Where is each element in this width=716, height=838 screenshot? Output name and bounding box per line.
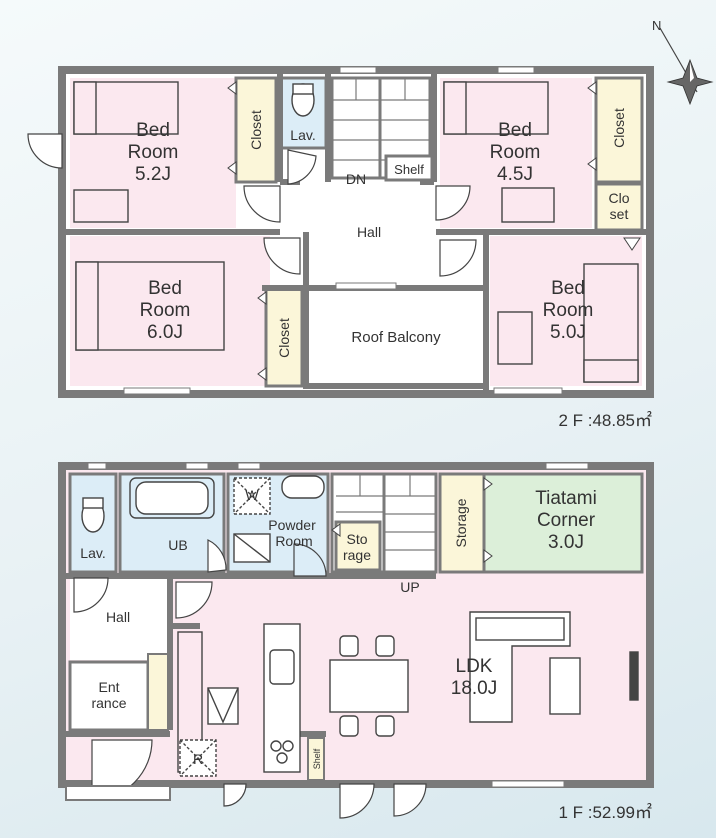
closet-nw-area	[234, 76, 278, 184]
tatami-corner-label: Tiatami	[535, 488, 597, 509]
bedroom-nw-size: 5.2J	[135, 164, 171, 185]
closet-nw-label: Closet	[248, 110, 264, 150]
storage-stair-label: Sto	[346, 531, 367, 547]
closet-door-arrows	[227, 81, 641, 381]
entrance-area	[68, 660, 150, 732]
bedroom-ne-size: 4.5J	[497, 164, 533, 185]
washer-label: W	[245, 487, 259, 503]
shelf-2f-label: Shelf	[394, 162, 424, 177]
floor-2-windows	[123, 66, 563, 395]
tatami-corner-size: 3.0J	[548, 532, 584, 553]
powder-room-label: Powder	[268, 517, 316, 533]
bedroom-sw-label-2: Room	[140, 300, 191, 321]
shelf-2f-area	[384, 154, 434, 182]
ldk-size: 18.0J	[451, 678, 497, 699]
closet-small-area	[594, 182, 644, 232]
bedroom-nw-label: Bed	[136, 120, 170, 141]
ldk-label: LDK	[456, 656, 493, 677]
floor-2-furniture	[73, 81, 639, 383]
bedroom-se-label: Bed	[551, 278, 585, 299]
closet-ne-area	[594, 76, 644, 184]
floor-1-interior-walls	[66, 573, 436, 737]
entrance-label-2: rance	[91, 695, 126, 711]
entrance-label: Ent	[98, 679, 119, 695]
bedroom-sw-label: Bed	[148, 278, 182, 299]
closet-ne-label: Closet	[611, 108, 627, 148]
closet-sw-label: Closet	[276, 318, 292, 358]
bedroom-ne-label-2: Room	[490, 142, 541, 163]
floor-2-area-label: 2 F :48.85㎡	[558, 411, 652, 430]
tatami-corner-label-2: Corner	[537, 510, 596, 531]
lav-1f-label: Lav.	[80, 545, 105, 561]
entrance-step	[65, 785, 171, 801]
storage-stair-label-2: rage	[343, 547, 371, 563]
bedroom-ne-label: Bed	[498, 120, 532, 141]
north-compass-icon: N	[652, 18, 714, 106]
shelf-1f-area	[307, 737, 325, 781]
unit-bath-label: UB	[168, 537, 187, 553]
hall-2f-label: Hall	[357, 224, 381, 240]
floor-2-plan: Bed Room 5.2J Bed Room 4.5J Bed Room 6.0…	[27, 66, 654, 430]
stairs-1f	[336, 474, 436, 572]
bedroom-se-size: 5.0J	[550, 322, 586, 343]
lav-2f-label: Lav.	[290, 127, 315, 143]
svg-text:N: N	[652, 18, 661, 33]
closet-sw-area	[264, 286, 304, 388]
storage-door-arrows	[331, 477, 493, 563]
closet-small-label-2: set	[610, 206, 629, 222]
storage-1f-label: Storage	[453, 498, 469, 547]
floor-2-doors	[27, 133, 477, 277]
floor-1-plan: Lav. UB W Powder Room Sto rage Storage T…	[58, 462, 654, 822]
refrigerator-label: R	[193, 751, 203, 767]
shoe-closet-area	[147, 653, 169, 731]
bedroom-se-label-2: Room	[543, 300, 594, 321]
storage-stair-area	[334, 520, 382, 572]
stairs-down-label: DN	[346, 171, 366, 187]
floor-1-fixtures	[81, 475, 639, 777]
floor-2-interior-walls	[66, 74, 646, 390]
floor-1-area-label: 1 F :52.99㎡	[558, 803, 652, 822]
bedroom-sw-size: 6.0J	[147, 322, 183, 343]
powder-room-label-2: Room	[275, 533, 312, 549]
tatami-corner-area	[482, 472, 644, 574]
stairs-up-label: UP	[400, 579, 419, 595]
hall-1f-label: Hall	[106, 609, 130, 625]
floor-1-windows	[87, 462, 589, 788]
roof-balcony-label: Roof Balcony	[351, 329, 441, 346]
closet-small-label: Clo	[608, 190, 629, 206]
shelf-1f-label: Shelf	[312, 748, 322, 769]
bedroom-nw-label-2: Room	[128, 142, 179, 163]
